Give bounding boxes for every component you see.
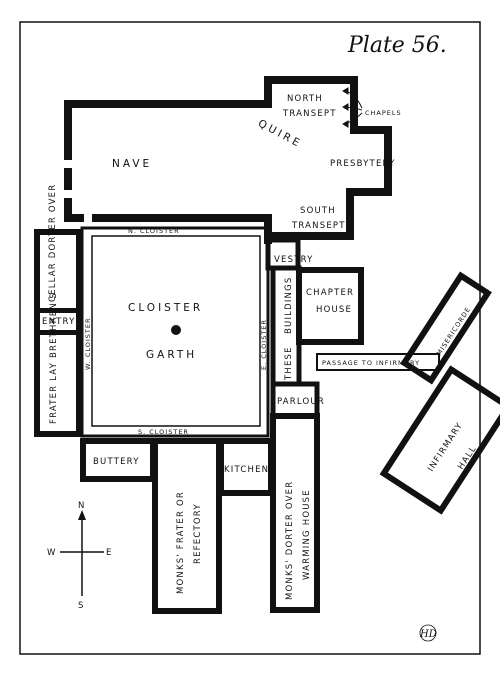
compass-w: W <box>47 548 57 558</box>
west-range-labels: CELLAR DORTER OVER ENTRY FRATER LAY BRET… <box>42 184 75 424</box>
south-range-walls <box>80 438 274 614</box>
garth-marker <box>171 325 181 335</box>
label-south-transept-2: TRANSEPT <box>291 221 346 231</box>
label-entry: ENTRY <box>42 317 75 327</box>
artist-signature: HD <box>419 629 437 640</box>
church-labels: NORTH TRANSEPT CHAPELS QUIRE PRESBYTERY … <box>112 94 402 231</box>
infirmary-passage <box>316 353 440 371</box>
label-s-cloister: S. CLOISTER <box>138 428 189 436</box>
east-range-labels: VESTRY THESE BUILDINGS CHAPTER HOUSE PAS… <box>274 255 479 600</box>
compass-s: S <box>78 601 85 611</box>
label-parlour: PARLOUR <box>277 397 325 407</box>
label-quire: QUIRE <box>256 117 304 150</box>
label-house: HOUSE <box>316 305 352 315</box>
plate-title: Plate 56. <box>347 33 447 58</box>
east-range-walls <box>265 237 364 613</box>
label-kitchen: KITCHEN <box>224 465 269 475</box>
label-buttery: BUTTERY <box>93 457 140 467</box>
label-monks-frater: MONKS' FRATER OR <box>176 491 186 594</box>
compass-rose: N S W E <box>47 501 113 611</box>
label-presbytery: PRESBYTERY <box>330 159 395 169</box>
infirmary-hall-walls <box>379 365 500 515</box>
misericorde-walls <box>400 271 492 385</box>
label-north-transept-2: TRANSEPT <box>282 109 337 119</box>
compass-e: E <box>106 548 113 558</box>
label-refectory: REFECTORY <box>193 503 203 564</box>
label-e-cloister: E. CLOISTER <box>260 319 268 370</box>
label-nave: NAVE <box>112 158 152 170</box>
label-buildings: BUILDINGS <box>284 277 294 335</box>
compass-n: N <box>78 501 86 511</box>
west-range-walls <box>34 229 82 437</box>
label-chapter: CHAPTER <box>306 288 354 298</box>
label-n-cloister: N. CLOISTER <box>128 227 180 235</box>
chapel-pointers <box>342 87 363 128</box>
label-cloister: CLOISTER <box>128 302 203 314</box>
label-vestry: VESTRY <box>274 255 314 265</box>
label-frater-lay: FRATER LAY BRETHREN'S <box>49 292 59 424</box>
label-passage: PASSAGE TO INFIRMARY <box>322 359 420 367</box>
signature-ring <box>419 624 437 642</box>
label-chapels: CHAPELS <box>365 109 402 117</box>
plate-border <box>19 21 481 655</box>
south-range-labels: BUTTERY KITCHEN MONKS' FRATER OR REFECTO… <box>93 457 269 594</box>
label-warming-house: WARMING HOUSE <box>302 489 312 580</box>
label-these: THESE <box>284 346 294 381</box>
label-monks-dorter: MONKS' DORTER OVER <box>285 481 295 600</box>
compass-north-arrow-icon <box>78 510 86 520</box>
label-south-transept-1: SOUTH <box>300 206 336 216</box>
label-garth: GARTH <box>146 349 197 361</box>
cloister-labels: N. CLOISTER W. CLOISTER E. CLOISTER S. C… <box>84 227 268 436</box>
label-cellar-dorter: CELLAR DORTER OVER <box>48 184 58 302</box>
label-north-transept-1: NORTH <box>287 94 323 104</box>
label-w-cloister: W. CLOISTER <box>84 318 92 371</box>
